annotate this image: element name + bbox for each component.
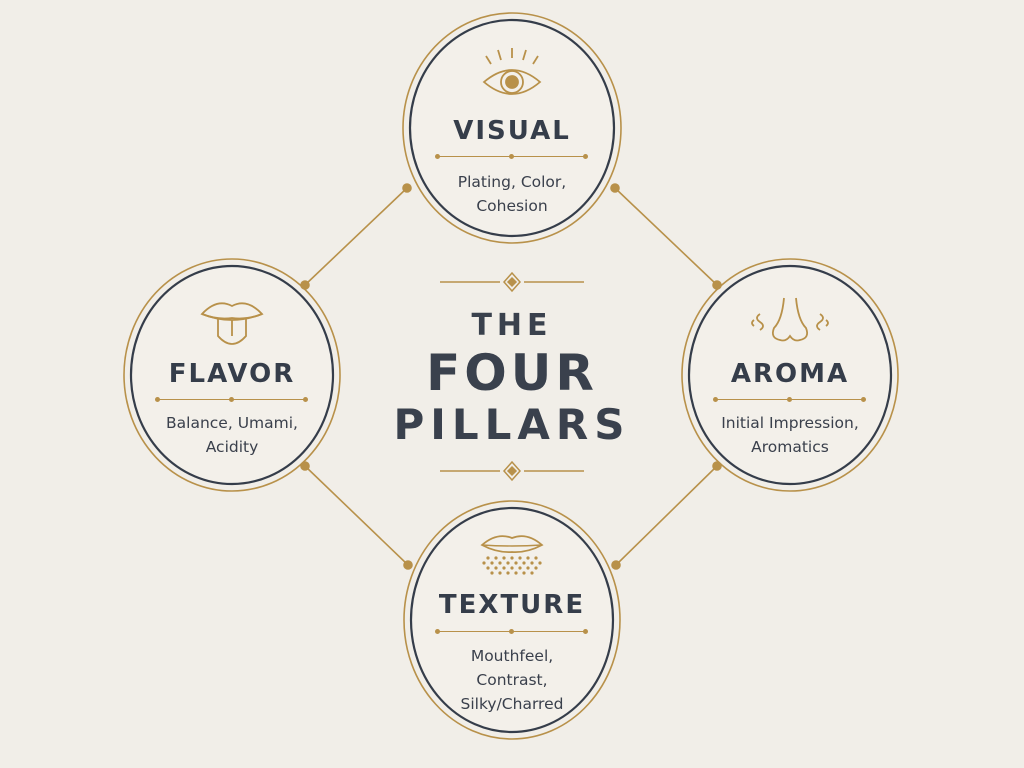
pillar-aroma: AROMA Initial Impression, Aromatics (690, 266, 890, 484)
pillar-flavor-divider (155, 397, 308, 402)
texture-outer-ring (403, 500, 621, 740)
heading-line-pillars: PILLARS (393, 400, 631, 449)
pillar-texture-description: Mouthfeel, Contrast, Silky/Charred (460, 647, 564, 713)
pillar-visual: VISUAL Plating, Color, Cohesion (412, 20, 612, 236)
connector-aroma-texture (615, 465, 718, 566)
heading-line-four: FOUR (426, 344, 598, 402)
pillar-aroma-description: Initial Impression, Aromatics (721, 414, 859, 456)
pillar-texture-divider (435, 629, 588, 634)
pillar-visual-description: Plating, Color, Cohesion (457, 173, 567, 215)
visual-inner-ring (408, 18, 616, 238)
flavor-outer-ring (123, 258, 341, 492)
pillar-visual-divider (435, 154, 588, 159)
pillar-flavor-description: Balance, Umami, Acidity (166, 414, 298, 456)
center-ornament-top (440, 271, 584, 293)
flavor-inner-ring (129, 264, 335, 486)
pillar-texture-title: TEXTURE (438, 590, 586, 620)
center-ornament-bottom (440, 460, 584, 482)
visual-outer-ring (402, 12, 622, 244)
eye-icon (482, 48, 542, 95)
pillar-texture: TEXTURE Mouthfeel, Contrast, Silky/Charr… (412, 508, 612, 732)
pillar-flavor: FLAVOR Balance, Umami, Acidity (132, 266, 332, 484)
lips-texture-icon (480, 535, 544, 575)
texture-inner-ring (409, 506, 615, 734)
pillar-aroma-divider (713, 397, 866, 402)
tongue-icon (200, 302, 264, 345)
connector-flavor-texture (304, 465, 409, 566)
aroma-outer-ring (681, 258, 899, 492)
connector-visual-flavor (304, 187, 408, 286)
connector-visual-aroma (614, 187, 718, 286)
pillar-flavor-title: FLAVOR (168, 359, 296, 389)
pillar-visual-title: VISUAL (453, 116, 571, 146)
aroma-inner-ring (687, 264, 893, 486)
nose-icon (751, 297, 829, 342)
pillar-aroma-title: AROMA (730, 359, 850, 389)
heading-line-the: THE (471, 308, 553, 343)
